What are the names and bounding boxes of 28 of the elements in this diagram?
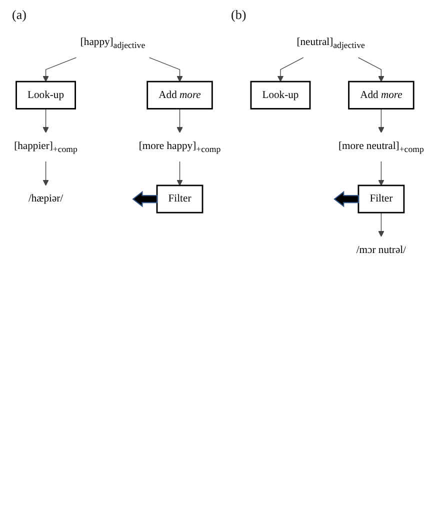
arrow xyxy=(277,57,304,82)
arrow xyxy=(176,161,183,186)
node-text: [happy]$_{adjective}$ xyxy=(80,36,146,50)
node-text: [more happy]$_{+comp}$ xyxy=(138,140,221,154)
arrow xyxy=(42,57,77,82)
arrow xyxy=(42,108,49,133)
node-box: Look-up xyxy=(250,80,311,110)
block-arrow xyxy=(334,190,359,208)
arrow xyxy=(148,57,183,82)
arrow xyxy=(378,108,384,133)
node-box: Add more xyxy=(146,80,213,110)
node-text: [more neutral]$_{+comp}$ xyxy=(338,140,424,154)
node-box: Look-up xyxy=(16,80,76,110)
arrow xyxy=(42,161,49,186)
node-box: Filter xyxy=(156,184,204,214)
block-arrow xyxy=(132,190,158,208)
node-text: /hæpiər/ xyxy=(28,193,64,204)
node-box: Add more xyxy=(348,80,414,110)
arrow xyxy=(378,161,384,186)
node-box: Filter xyxy=(358,184,405,214)
arrow xyxy=(358,57,384,82)
node-text: /mɔr nutrəl/ xyxy=(356,244,406,256)
panel-label: (a) xyxy=(12,7,26,22)
arrow xyxy=(378,212,384,237)
node-text: [neutral]$_{adjective}$ xyxy=(296,36,365,50)
arrow xyxy=(176,108,183,133)
panel-label: (b) xyxy=(231,7,246,22)
node-text: [happier]$_{+comp}$ xyxy=(14,140,78,154)
